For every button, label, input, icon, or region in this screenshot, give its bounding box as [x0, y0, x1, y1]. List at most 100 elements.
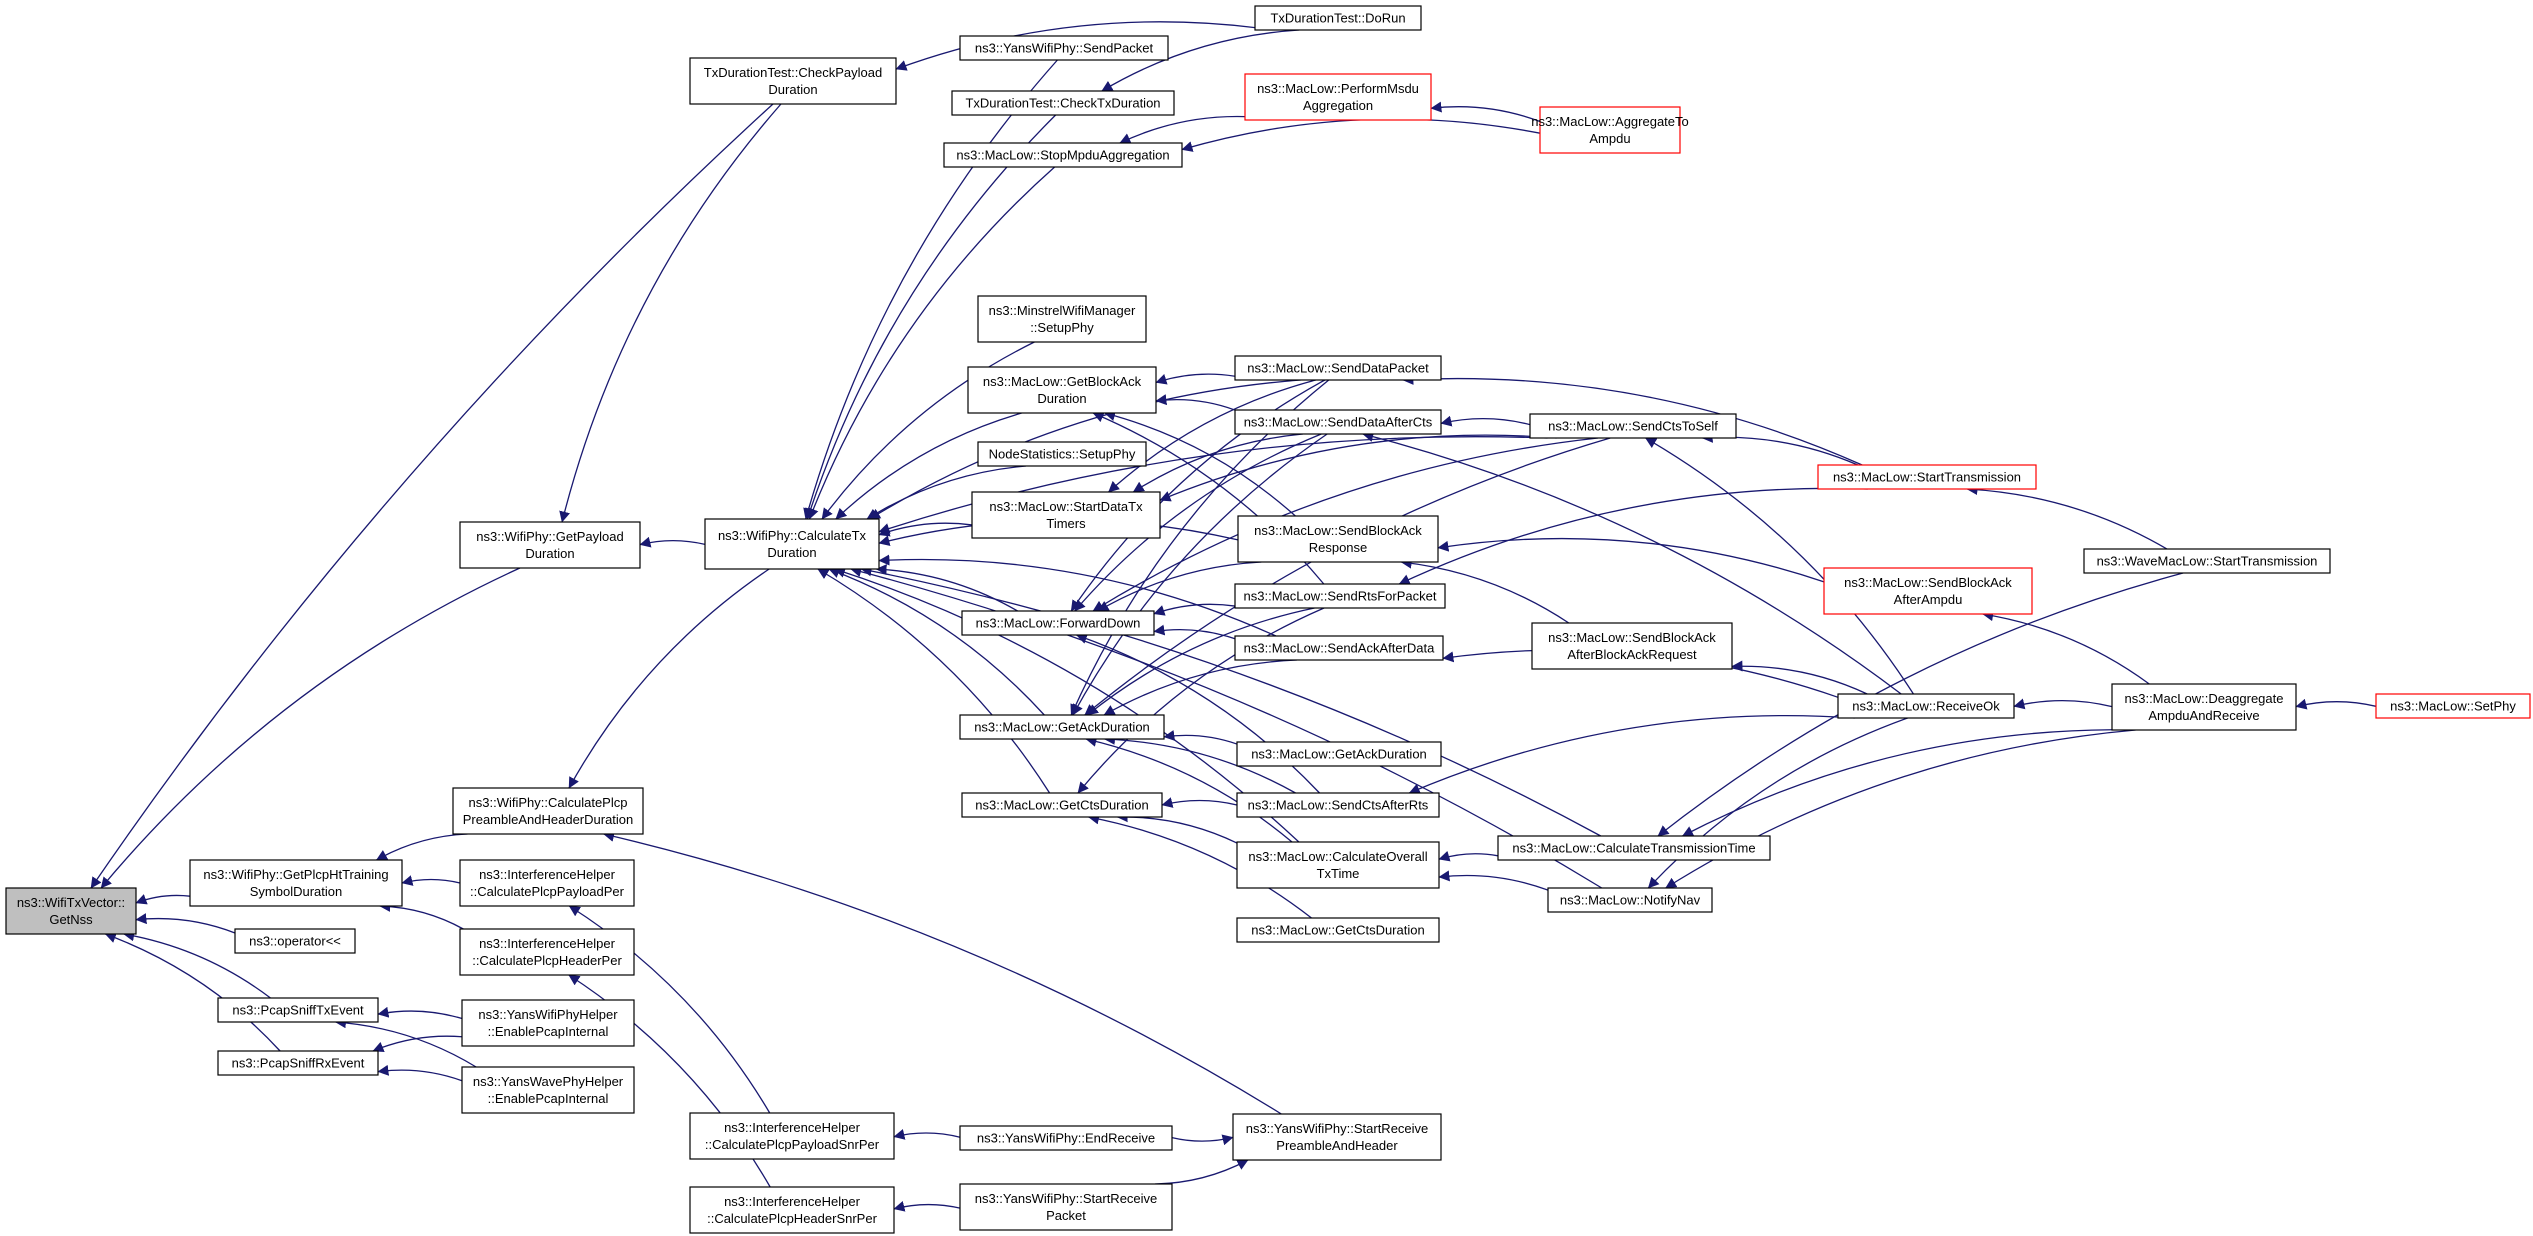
node-label: PreambleAndHeader — [1276, 1138, 1398, 1153]
node-forwardDown[interactable]: ns3::MacLow::ForwardDown — [961, 610, 1155, 636]
node-label: ns3::MacLow::GetCtsDuration — [975, 798, 1148, 813]
node-waveStartTransmission[interactable]: ns3::WaveMacLow::StartTransmission — [2083, 548, 2331, 574]
node-sendCtsToSelf[interactable]: ns3::MacLow::SendCtsToSelf — [1529, 413, 1737, 439]
node-nodeStats[interactable]: NodeStatistics::SetupPhy — [977, 441, 1147, 467]
node-box — [959, 1125, 1173, 1151]
node-getCtsDur[interactable]: ns3::MacLow::GetCtsDuration — [961, 792, 1163, 818]
node-pcapRx[interactable]: ns3::PcapSniffRxEvent — [217, 1050, 379, 1076]
node-getCtsDur2[interactable]: ns3::MacLow::GetCtsDuration — [1236, 917, 1440, 943]
node-box — [459, 521, 641, 569]
node-notifyNav[interactable]: ns3::MacLow::NotifyNav — [1547, 887, 1713, 913]
node-box — [1529, 413, 1737, 439]
edge-sendCtsToSelf-to-forwardDown — [1092, 437, 1599, 612]
edge-waveStartTransmission-to-startTransmission — [1966, 484, 2168, 550]
node-box — [689, 57, 897, 105]
node-calcTransmissionTime[interactable]: ns3::MacLow::CalculateTransmissionTime — [1497, 835, 1771, 861]
node-getPlcpHtTraining[interactable]: ns3::WifiPhy::GetPlcpHtTrainingSymbolDur… — [189, 859, 403, 907]
node-label: ns3::YansWifiPhy::StartReceive — [975, 1191, 1158, 1206]
node-yansStartReceivePreamble[interactable]: ns3::YansWifiPhy::StartReceivePreambleAn… — [1232, 1113, 1442, 1161]
node-sendAckAfterData[interactable]: ns3::MacLow::SendAckAfterData — [1234, 635, 1444, 661]
node-label: Packet — [1046, 1208, 1086, 1223]
node-txDurDoRun[interactable]: TxDurationTest::DoRun — [1254, 5, 1422, 31]
node-yansSendPacket[interactable]: ns3::YansWifiPhy::SendPacket — [959, 35, 1169, 61]
node-ihPayloadPer[interactable]: ns3::InterferenceHelper::CalculatePlcpPa… — [459, 859, 635, 907]
node-label: AmpduAndReceive — [2148, 708, 2259, 723]
edge-waveStartTransmission-to-calcTransmissionTime — [1657, 572, 2184, 837]
node-sendDataPacket[interactable]: ns3::MacLow::SendDataPacket — [1234, 355, 1442, 381]
node-label: ns3::WifiPhy::GetPlcpHtTraining — [203, 867, 388, 882]
node-box — [1236, 741, 1442, 767]
node-ihHeaderPer[interactable]: ns3::InterferenceHelper::CalculatePlcpHe… — [459, 928, 635, 976]
node-ihHeaderSnrPer[interactable]: ns3::InterferenceHelper::CalculatePlcpHe… — [689, 1186, 895, 1234]
node-label: ns3::MacLow::GetCtsDuration — [1251, 923, 1424, 938]
node-yansEndReceive[interactable]: ns3::YansWifiPhy::EndReceive — [959, 1125, 1173, 1151]
edge-yansStartReceivePreamble-to-calcPlcpPreamble — [603, 831, 1282, 1115]
node-calcPlcpPreamble[interactable]: ns3::WifiPhy::CalculatePlcpPreambleAndHe… — [452, 787, 644, 835]
node-label: ::CalculatePlcpPayloadPer — [470, 884, 625, 899]
node-label: ns3::MacLow::AggregateTo — [1531, 114, 1689, 129]
node-pcapTx[interactable]: ns3::PcapSniffTxEvent — [217, 997, 379, 1023]
edge-pcapTx-to-root — [123, 930, 271, 999]
node-box — [461, 999, 635, 1047]
node-startTransmission[interactable]: ns3::MacLow::StartTransmission — [1817, 464, 2037, 490]
node-box — [189, 859, 403, 907]
node-yansWavePhyHelper[interactable]: ns3::YansWavePhyHelper::EnablePcapIntern… — [461, 1066, 635, 1114]
node-label: GetNss — [49, 912, 93, 927]
edge-txDurDoRun-to-txDurCheckTx — [1101, 29, 1300, 92]
node-getAckDur[interactable]: ns3::MacLow::GetAckDuration — [959, 714, 1165, 740]
edge-notifyNav-to-calcOverall — [1438, 870, 1549, 891]
node-box — [1234, 635, 1444, 661]
node-label: Duration — [525, 546, 574, 561]
node-label: ns3::MacLow::CalculateOverall — [1248, 849, 1427, 864]
node-stopMpdu[interactable]: ns3::MacLow::StopMpduAggregation — [943, 142, 1183, 168]
node-root[interactable]: ns3::WifiTxVector::GetNss — [5, 887, 137, 935]
node-ihPayloadSnrPer[interactable]: ns3::InterferenceHelper::CalculatePlcpPa… — [689, 1112, 895, 1160]
node-label: ns3::MacLow::NotifyNav — [1560, 893, 1701, 908]
node-box — [2375, 693, 2531, 719]
node-minstrel[interactable]: ns3::MinstrelWifiManager::SetupPhy — [977, 295, 1147, 343]
node-operatorShift[interactable]: ns3::operator<< — [234, 928, 356, 954]
node-txDurCheckTx[interactable]: TxDurationTest::CheckTxDuration — [951, 90, 1175, 116]
edge-ihPayloadSnrPer-to-ihPayloadPer — [568, 905, 771, 1114]
node-label: ns3::MacLow::ReceiveOk — [1852, 699, 2000, 714]
node-box — [977, 295, 1147, 343]
node-label: ns3::MacLow::SendRtsForPacket — [1244, 589, 1437, 604]
node-label: Duration — [767, 545, 816, 560]
node-box — [1236, 841, 1440, 889]
edge-receiveOk-to-sendDataAfterCts — [1362, 431, 1902, 695]
node-receiveOk[interactable]: ns3::MacLow::ReceiveOk — [1837, 693, 2015, 719]
node-label: ns3::MacLow::Deaggregate — [2125, 691, 2284, 706]
node-sendBlockAckAfterReq[interactable]: ns3::MacLow::SendBlockAckAfterBlockAckRe… — [1531, 622, 1733, 670]
node-box — [977, 441, 1147, 467]
node-setPhy[interactable]: ns3::MacLow::SetPhy — [2375, 693, 2531, 719]
edge-getCtsDur-to-calcTxDuration — [817, 568, 1051, 794]
node-label: ns3::PcapSniffTxEvent — [232, 1003, 364, 1018]
edge-receiveOk-to-notifyNav — [1647, 717, 1908, 889]
node-sendDataAfterCts[interactable]: ns3::MacLow::SendDataAfterCts — [1234, 409, 1442, 435]
edge-sendBlockAckAfterReq-to-sendBlockAckResp — [1400, 557, 1570, 624]
node-box — [1547, 887, 1713, 913]
node-yansWifiPhyHelper[interactable]: ns3::YansWifiPhyHelper::EnablePcapIntern… — [461, 999, 635, 1047]
node-getAckDur2[interactable]: ns3::MacLow::GetAckDuration — [1236, 741, 1442, 767]
node-box — [1237, 515, 1439, 563]
edge-calcOverall-to-getAckDur — [1085, 736, 1293, 843]
node-box — [1236, 917, 1440, 943]
edge-yansWifiPhyHelper-to-pcapTx — [377, 1006, 463, 1020]
edge-sendDataPacket-to-getBlockAckDur — [1155, 373, 1236, 385]
node-sendRtsForPacket[interactable]: ns3::MacLow::SendRtsForPacket — [1234, 583, 1446, 609]
node-sendCtsAfterRts[interactable]: ns3::MacLow::SendCtsAfterRts — [1236, 792, 1440, 818]
edge-getPayloadDuration-to-root — [100, 567, 521, 889]
